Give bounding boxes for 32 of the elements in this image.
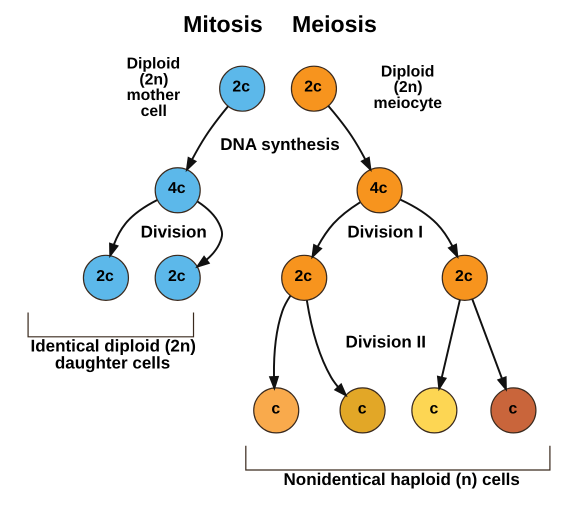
arrow: [471, 299, 507, 392]
arrow: [109, 199, 158, 258]
arrow: [186, 106, 229, 172]
node-circle: c: [339, 387, 386, 434]
node-circle: c: [490, 387, 537, 434]
node-circle: 2c: [82, 254, 130, 301]
node-label: Diploid (2n) meiocyte: [374, 63, 442, 112]
label: Nonidentical haploid (n) cells: [284, 470, 520, 489]
node-circle: 2c: [154, 254, 201, 301]
node-circle: c: [411, 387, 458, 434]
label: Division: [140, 222, 207, 242]
arrow: [268, 295, 292, 391]
label: DNA synthesis: [220, 134, 340, 154]
arrow: [328, 105, 372, 172]
arrow: [311, 201, 361, 260]
label: Meiosis: [292, 10, 377, 37]
arrow: [306, 300, 348, 398]
node-circle: c: [253, 387, 300, 434]
label: Division I: [347, 222, 424, 242]
node-circle: 2c: [281, 254, 328, 301]
node-circle: 2c: [290, 66, 338, 112]
node-circle: 4c: [356, 167, 403, 214]
arrow: [436, 300, 461, 392]
label: Identical diploid (2n) daughter cells: [30, 336, 196, 373]
node-circle: 4c: [154, 167, 201, 214]
label: Mitosis: [183, 10, 263, 37]
node-circle: 2c: [219, 66, 266, 112]
node-label: Diploid (2n) mother cell: [126, 55, 180, 120]
arrow: [400, 198, 459, 259]
arrow: [195, 200, 224, 268]
node-circle: 2c: [442, 254, 488, 301]
label: Division II: [346, 332, 426, 352]
